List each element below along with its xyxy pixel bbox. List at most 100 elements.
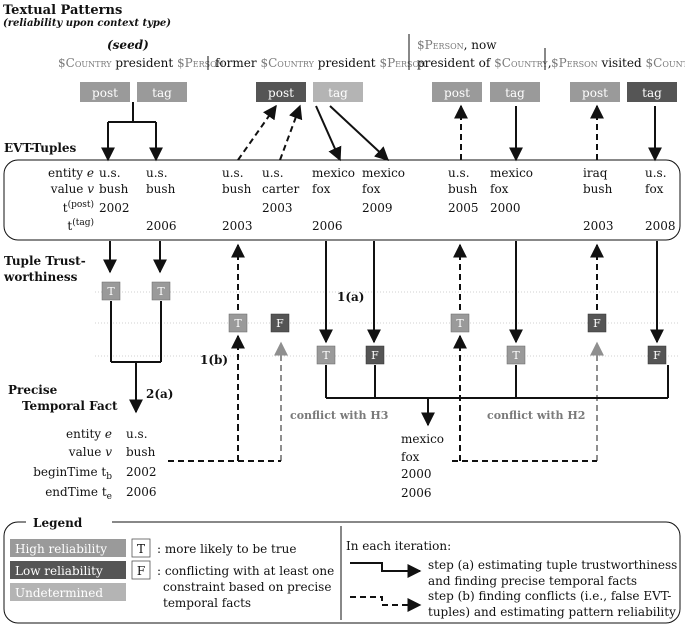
tuple-entity: mexico: [490, 166, 533, 180]
tuple-value: bush: [222, 182, 252, 196]
svg-text:u.s.: u.s.: [126, 427, 148, 441]
trust-box-T: [450, 313, 470, 333]
svg-text:value v: value v: [50, 182, 94, 196]
tuple-value: fox: [362, 182, 381, 196]
tuple-t-post: 2002: [99, 201, 130, 215]
tuple-entity: u.s.: [99, 166, 121, 180]
seed-label: (seed): [107, 38, 149, 52]
svg-text:T: T: [456, 317, 464, 330]
diagram-title: Textual Patterns: [3, 3, 122, 18]
svg-text:T: T: [512, 349, 520, 362]
legend-f-desc-2: constraint based on precise: [163, 580, 331, 594]
tag-box-p3-label: tag: [505, 86, 525, 100]
tuple-to-trust-arrows: [103, 241, 664, 344]
legend-iter-title: In each iteration:: [346, 539, 451, 553]
precise-heading-line2: Temporal Fact: [22, 399, 118, 413]
post-box-p3: [432, 82, 482, 102]
tuple-row-labels: entity e value v t(post) t(tag): [48, 166, 94, 233]
trust-heading-line1: Tuple Trust-: [4, 254, 86, 268]
post-box-p1-label: post: [92, 86, 118, 100]
trust-box-F: [270, 313, 290, 333]
post-box-p1: [80, 82, 130, 102]
svg-text:F: F: [137, 564, 145, 578]
tag-box-p2: [313, 82, 363, 102]
tuple-value: fox: [312, 182, 331, 196]
aggregation-bracket-2: [325, 365, 669, 427]
tuple-value: bush: [583, 182, 613, 196]
svg-text:F: F: [593, 317, 601, 330]
svg-text:president of $COUNTRY,: president of $COUNTRY,: [417, 56, 552, 70]
svg-text:former $COUNTRY president $PER: former $COUNTRY president $PERSON: [215, 56, 426, 70]
tag-box-p4-label: tag: [642, 86, 662, 100]
tuple-column: mexico fox 2009: [362, 166, 405, 215]
tag-box-p4: [627, 82, 677, 102]
step-2a-label: 2(a): [146, 387, 173, 401]
svg-text:$COUNTRY president $PERSON: $COUNTRY president $PERSON: [58, 56, 224, 70]
pattern-2: former $COUNTRY president $PERSON: [215, 56, 426, 70]
tuple-entity: mexico: [362, 166, 405, 180]
tag-box-p1: [137, 82, 187, 102]
trust-box-T: [228, 313, 248, 333]
svg-text:F: F: [276, 317, 284, 330]
trust-box-T: [316, 345, 336, 365]
tuple-t-tag: 2003: [583, 219, 614, 233]
fact-mexico-fox: mexico fox 2000 2006: [401, 432, 444, 500]
svg-text:value v: value v: [68, 445, 112, 459]
svg-text:2006: 2006: [401, 486, 432, 500]
tag-box-p3: [490, 82, 540, 102]
trust-heading-line2: worthiness: [3, 270, 78, 284]
tuple-column: mexico fox 2000: [490, 166, 533, 215]
post-box-p3-label: post: [444, 86, 470, 100]
tuple-t-tag: 2003: [222, 219, 253, 233]
tuple-t-post: 2005: [448, 201, 479, 215]
precise-heading-line1: Precise: [8, 383, 58, 397]
post-box-p2-label: post: [268, 86, 294, 100]
tag-box-p1-label: tag: [152, 86, 172, 100]
legend-undetermined-label: Undetermined: [15, 586, 103, 600]
tuple-value: fox: [645, 182, 664, 196]
tuple-t-post: 2009: [362, 201, 393, 215]
svg-text:T: T: [234, 317, 242, 330]
svg-text:2006: 2006: [126, 485, 157, 499]
svg-text:endTime te: endTime te: [45, 485, 112, 502]
trust-box-T: [101, 281, 121, 301]
step-1a-label: 1(a): [337, 290, 364, 304]
svg-text:bush: bush: [126, 445, 156, 459]
tag-box-p2-label: tag: [328, 86, 348, 100]
tuple-value: bush: [448, 182, 478, 196]
tuple-t-post: 2000: [490, 201, 521, 215]
tuple-t-tag: 2008: [645, 219, 676, 233]
svg-text:t(post): t(post): [63, 199, 94, 215]
legend-title: Legend: [33, 516, 83, 530]
tuple-value: fox: [490, 182, 509, 196]
svg-text:beginTime tb: beginTime tb: [33, 465, 112, 482]
tuple-entity: u.s.: [262, 166, 284, 180]
svg-text:T: T: [137, 542, 145, 556]
tuple-entity: iraq: [583, 166, 608, 180]
legend-undetermined-swatch: [10, 583, 126, 601]
svg-text:mexico: mexico: [401, 432, 444, 446]
tuple-t-tag: 2006: [146, 219, 177, 233]
post-box-p4: [570, 82, 620, 102]
evt-tuples-frame: [3, 159, 681, 241]
svg-text:$PERSON, now: $PERSON, now: [417, 38, 497, 52]
legend-title-bg: [26, 515, 112, 531]
fact-labels: entity e value v beginTime tb endTime te: [33, 427, 112, 502]
svg-text:2002: 2002: [126, 465, 157, 479]
pattern-to-tuple-arrows: [101, 102, 662, 162]
tuple-t-post: 2003: [262, 201, 293, 215]
legend-f-desc-1: : conflicting with at least one: [157, 564, 334, 578]
fact-conflict-lines: [168, 334, 597, 462]
fact-us-bush: u.s. bush 2002 2006: [126, 427, 157, 499]
tuple-column: iraq bush 2003: [583, 166, 614, 233]
legend-step-b-line1: step (b) finding conflicts (i.e., false …: [428, 589, 671, 603]
tuple-t-tag: 2006: [312, 219, 343, 233]
legend-T-box: [131, 538, 151, 558]
tuple-entity: mexico: [312, 166, 355, 180]
